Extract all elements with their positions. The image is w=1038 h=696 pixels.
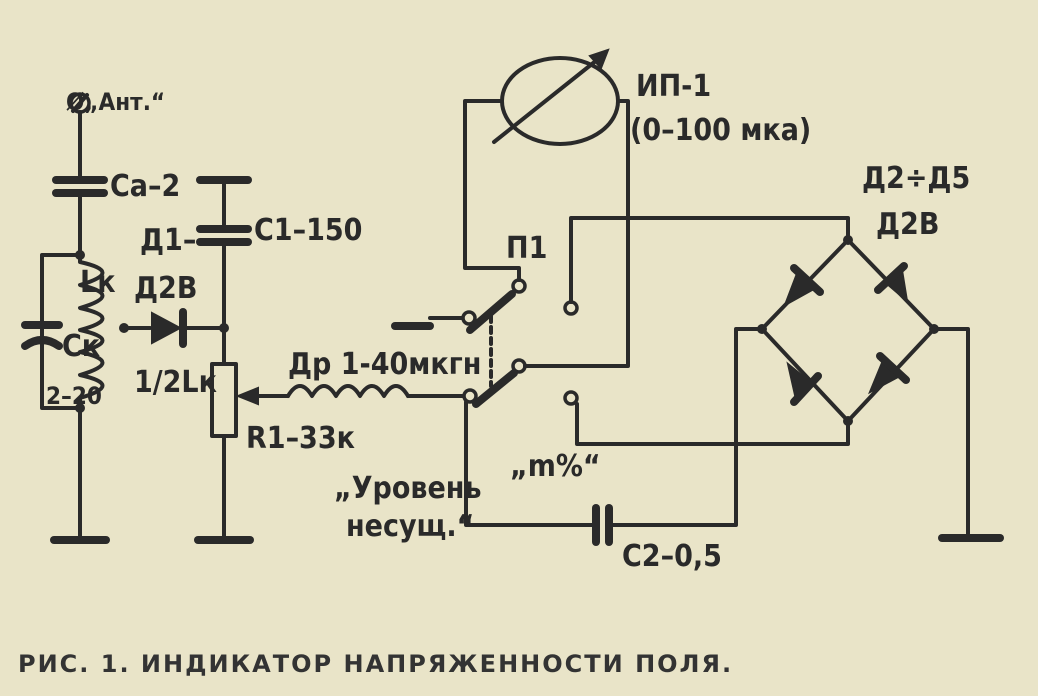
wire-bridge-bottom-to-switch xyxy=(575,402,850,446)
label-ca: Cа–2 xyxy=(110,169,180,204)
label-choke: Др 1-40мкгн xyxy=(288,347,481,382)
label-modulation: „m%“ xyxy=(510,449,601,484)
wire-upper-right-to-bridge-top xyxy=(569,216,850,304)
wire-bridge-left-to-c2 xyxy=(610,327,764,527)
label-half-lk: 1/2Lк xyxy=(134,365,217,400)
bridge-rhombus xyxy=(760,238,936,423)
diode-d5 xyxy=(868,352,910,395)
label-r1: R1–33к xyxy=(246,421,355,456)
label-lk: Lк xyxy=(80,265,116,300)
diode-d1 xyxy=(151,308,187,348)
switch-contact-lower-common xyxy=(462,388,478,404)
diode-d4 xyxy=(786,361,822,406)
capacitor-c2 xyxy=(592,504,613,546)
switch-contact-lower-right xyxy=(563,390,579,406)
label-ck: Cк xyxy=(62,329,100,364)
switch-blade-lower xyxy=(472,369,518,408)
wire-meter-left xyxy=(463,99,521,282)
label-carrier-line1: „Уровень xyxy=(334,471,482,506)
label-d1: Д1– xyxy=(140,223,196,258)
antenna-terminal xyxy=(69,92,91,114)
label-meter-range: (0–100 мка) xyxy=(630,113,811,148)
label-meter: ИП-1 xyxy=(636,69,711,104)
label-ck-range: 2–20 xyxy=(46,382,102,410)
inductor-dr xyxy=(286,384,410,398)
switch-contact-ground xyxy=(461,310,477,326)
meter-needle-arrow xyxy=(492,54,604,144)
diode-d3 xyxy=(874,262,909,304)
label-bridge-diodes: Д2÷Д5 xyxy=(862,161,970,196)
label-c2: C2–0,5 xyxy=(622,539,722,574)
label-switch: П1 xyxy=(506,231,547,266)
label-antenna: Ø„Ант.“ xyxy=(66,88,165,116)
wire-c2-to-switch xyxy=(464,400,596,527)
meter-arrow-head xyxy=(588,48,610,70)
wire-bridge-right-ground xyxy=(932,327,970,538)
inductor-lk xyxy=(78,253,105,410)
wire-tank-left xyxy=(40,253,82,410)
wire-meter-right xyxy=(523,99,630,368)
capacitor-ca xyxy=(52,176,108,197)
capacitor-ck xyxy=(21,321,63,350)
meter-ip1 xyxy=(500,56,620,146)
label-bridge-type: Д2В xyxy=(876,207,939,242)
figure-caption: РИС. 1. ИНДИКАТОР НАПРЯЖЕННОСТИ ПОЛЯ. xyxy=(18,650,733,678)
capacitor-c1 xyxy=(196,225,252,246)
label-carrier-line2: несущ.“ xyxy=(346,509,474,544)
label-d1-type: Д2В xyxy=(134,271,197,306)
diode-d2 xyxy=(783,264,824,308)
switch-blade-upper xyxy=(466,290,516,334)
label-c1: C1–150 xyxy=(254,213,362,248)
